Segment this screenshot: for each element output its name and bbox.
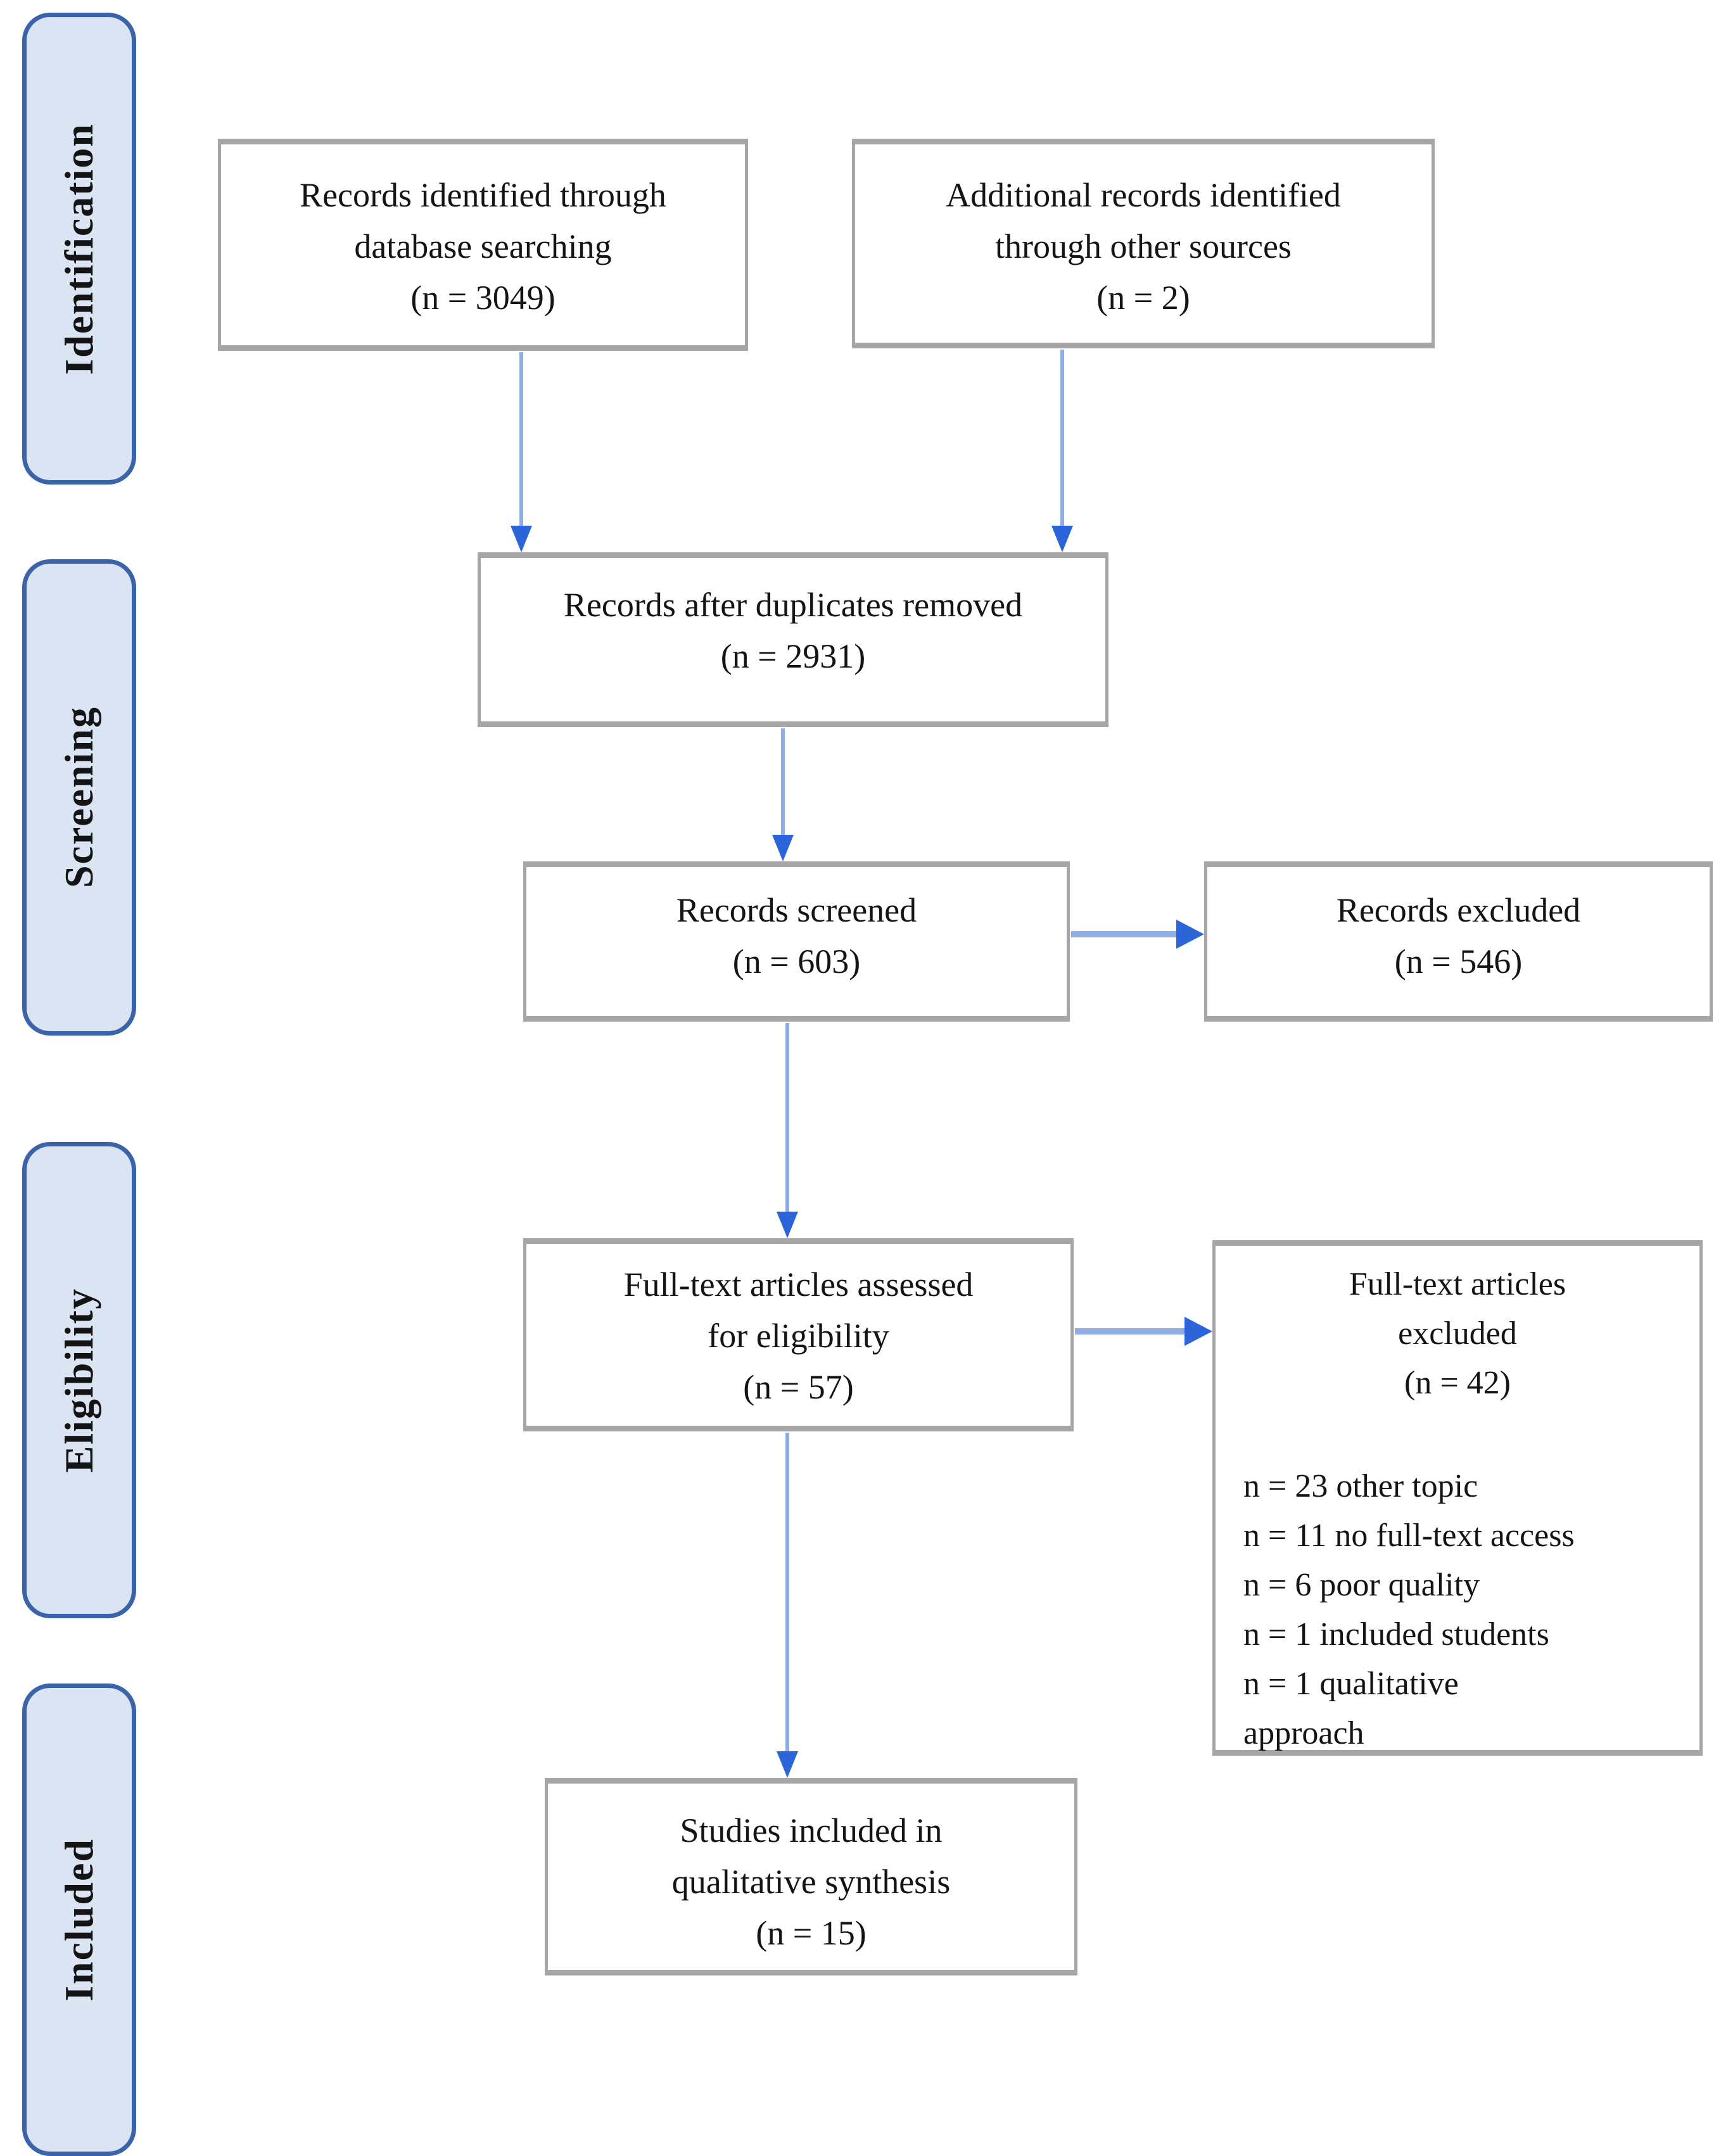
stage-label-screening-text: Screening — [56, 706, 101, 889]
arrow-down-additional-to-duplicates-icon — [1060, 350, 1064, 526]
box-fulltext-excluded-reasons: n = 23 other topic n = 11 no full-text a… — [1243, 1468, 1575, 1751]
box-records-screened-text: Records screened (n = 603) — [676, 891, 917, 980]
stage-label-identification: Identification — [22, 13, 136, 485]
box-records-screened: Records screened (n = 603) — [523, 861, 1070, 1022]
arrow-down-screened-to-fulltext-icon — [785, 1023, 789, 1212]
stage-label-included: Included — [22, 1684, 136, 2156]
box-studies-included: Studies included in qualitative synthesi… — [545, 1778, 1077, 1975]
arrow-down-fulltext-to-included-icon — [785, 1433, 789, 1751]
box-fulltext-assessed: Full-text articles assessed for eligibil… — [523, 1238, 1074, 1431]
box-additional-records-text: Additional records identified through ot… — [946, 176, 1341, 317]
stage-label-eligibility-text: Eligibility — [56, 1287, 101, 1473]
arrow-right-fulltext-to-excluded-icon — [1075, 1328, 1184, 1335]
box-fulltext-excluded-header: Full-text articles excluded (n = 42) — [1349, 1266, 1566, 1401]
box-studies-included-text: Studies included in qualitative synthesi… — [671, 1811, 951, 1952]
arrow-down-identified-to-duplicates-icon — [519, 352, 523, 526]
stage-label-identification-text: Identification — [56, 122, 101, 375]
box-records-identified-text: Records identified through database sear… — [300, 176, 666, 317]
stage-label-included-text: Included — [56, 1838, 101, 2001]
box-records-excluded: Records excluded (n = 546) — [1204, 861, 1713, 1022]
box-additional-records: Additional records identified through ot… — [852, 139, 1435, 348]
box-duplicates-removed: Records after duplicates removed (n = 29… — [478, 552, 1108, 727]
arrow-right-screened-to-excluded-icon — [1071, 931, 1176, 937]
box-duplicates-removed-text: Records after duplicates removed (n = 29… — [563, 586, 1023, 675]
box-fulltext-assessed-text: Full-text articles assessed for eligibil… — [623, 1265, 974, 1406]
arrow-down-duplicates-to-screened-icon — [781, 728, 785, 835]
box-records-identified: Records identified through database sear… — [218, 139, 748, 351]
stage-label-eligibility: Eligibility — [22, 1142, 136, 1618]
box-fulltext-excluded: Full-text articles excluded (n = 42) n =… — [1212, 1240, 1703, 1756]
stage-label-screening: Screening — [22, 559, 136, 1036]
box-records-excluded-text: Records excluded (n = 546) — [1336, 891, 1581, 980]
